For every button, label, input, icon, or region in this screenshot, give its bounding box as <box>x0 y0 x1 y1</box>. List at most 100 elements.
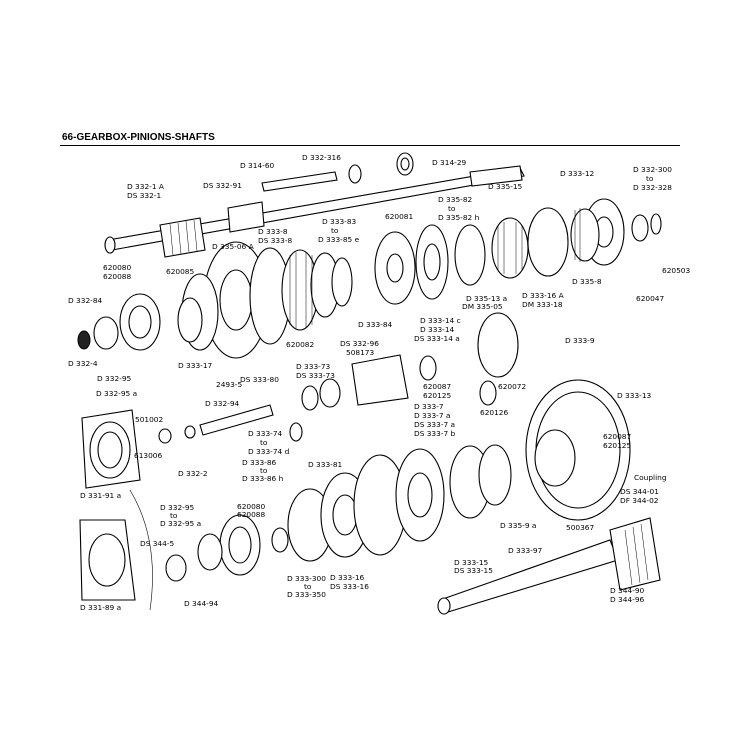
part-label: D 333-74 <box>248 429 283 438</box>
part-label: D 332-95 <box>97 374 132 383</box>
part-label: D 314-29 <box>432 158 467 167</box>
part-label: DS 333-14 a <box>414 334 460 343</box>
part-label: to <box>260 438 268 447</box>
part-label: D 314-60 <box>240 161 275 170</box>
part-label: D 344-90 <box>610 586 645 595</box>
part-label: DS 333-8 <box>258 236 293 245</box>
diagram-title: 66-GEARBOX-PINIONS-SHAFTS <box>62 132 215 143</box>
part-label: D 333-86 <box>242 458 277 467</box>
part-label: 620085 <box>166 267 195 276</box>
part-label: to <box>170 511 178 520</box>
part-label: D 333-8 <box>258 227 288 236</box>
pin-d314-60 <box>261 171 338 192</box>
part-label: D 333-73 <box>296 362 331 371</box>
part-label: 620088 <box>237 510 266 519</box>
part-label: D 333-14 <box>420 325 455 334</box>
part-label: D 333-81 <box>308 460 343 469</box>
part-label: 620072 <box>498 382 526 391</box>
gear-cluster-bottom <box>287 444 512 562</box>
part-label: to <box>331 226 339 235</box>
part-label: 620087 <box>423 382 452 391</box>
part-label: D 344-96 <box>610 595 645 604</box>
part-label: DM 333-18 <box>522 300 563 309</box>
part-label: 620125 <box>603 441 632 450</box>
countershaft-d332-2 <box>199 404 274 436</box>
part-label: D 332-2 <box>178 469 208 478</box>
part-label: DS 344-01 <box>620 487 659 496</box>
part-label: Coupling <box>634 473 667 482</box>
part-label: 2493-5 <box>216 380 242 389</box>
part-label: D 335-82 <box>438 195 472 204</box>
part-label: to <box>448 204 456 213</box>
part-label: 613006 <box>134 451 163 460</box>
ring-d332-316 <box>348 164 362 184</box>
part-label: to <box>304 582 312 591</box>
part-label: D 331-89 a <box>80 603 121 612</box>
part-label: DS 333-73 <box>296 371 335 380</box>
part-label: D 333-300 <box>287 574 326 583</box>
part-label: D 332-84 <box>68 296 103 305</box>
part-label: D 335-13 a <box>466 294 507 303</box>
part-label: D 333-16 <box>330 573 365 582</box>
part-label: D 332-328 <box>633 183 672 192</box>
part-label: D 333-7 <box>414 402 444 411</box>
part-label: D 333-9 <box>565 336 595 345</box>
part-label: 620087 <box>603 432 632 441</box>
mainshaft <box>104 165 525 258</box>
part-label: D 332-4 <box>68 359 98 368</box>
part-label: D 333-97 <box>508 546 543 555</box>
part-label: D 335-82 h <box>438 213 480 222</box>
part-label: D 333-14 c <box>420 316 461 325</box>
part-label: 620088 <box>103 272 132 281</box>
layshaft-gear <box>301 312 519 411</box>
part-label: 620080 <box>103 263 132 272</box>
part-label: D 333-12 <box>560 169 594 178</box>
housing-d331-91a <box>81 409 141 489</box>
part-label: D 332-316 <box>302 153 341 162</box>
part-label: D 332-95 <box>160 503 195 512</box>
part-label: 620080 <box>237 502 266 511</box>
part-label: 620081 <box>385 212 414 221</box>
part-label: 501002 <box>135 415 163 424</box>
output-shaft <box>437 517 661 615</box>
gear-cluster-middle-left <box>177 241 353 359</box>
part-label: D 333-84 <box>358 320 393 329</box>
part-label: 508173 <box>346 348 375 357</box>
part-label: D 335-9 a <box>500 521 536 530</box>
part-label: D 333-15 <box>454 558 489 567</box>
part-label: DS 332-91 <box>203 181 242 190</box>
part-label: D 335-06 A <box>212 242 254 251</box>
part-label: to <box>260 466 268 475</box>
part-label: D 333-83 <box>322 217 357 226</box>
part-label: 620047 <box>636 294 665 303</box>
title-rule <box>60 145 680 146</box>
part-label: DS 332-1 <box>127 191 162 200</box>
gear-cluster-top-right <box>374 198 662 305</box>
housing-d331-89a <box>79 519 136 601</box>
part-label: DS 344-5 <box>140 539 175 548</box>
part-label: D 332-1 A <box>127 182 164 191</box>
part-label: D 333-350 <box>287 590 326 599</box>
part-label: D 331-91 a <box>80 491 121 500</box>
part-label: D 332-95 a <box>96 389 137 398</box>
part-label: DS 332-96 <box>340 339 379 348</box>
part-label: D 333-7 a <box>414 411 450 420</box>
part-label: D 332-95 a <box>160 519 201 528</box>
part-label: D 332-94 <box>205 399 240 408</box>
part-label: DS 333-16 <box>330 582 369 591</box>
part-label: 620503 <box>662 266 691 275</box>
part-label: D 333-85 e <box>318 235 360 244</box>
part-label: D 333-16 A <box>522 291 564 300</box>
bearing-bottom-left <box>165 514 289 582</box>
part-label: DS 333-15 <box>454 566 493 575</box>
part-label: D 344-94 <box>184 599 219 608</box>
part-label: D 335-8 <box>572 277 602 286</box>
part-label: DF 344-02 <box>620 496 658 505</box>
part-label: 500367 <box>566 523 595 532</box>
part-label: D 333-86 h <box>242 474 284 483</box>
part-label: 620082 <box>286 340 314 349</box>
part-label: 620126 <box>480 408 509 417</box>
part-label: D 333-74 d <box>248 447 290 456</box>
part-label: D 333-13 <box>617 391 652 400</box>
